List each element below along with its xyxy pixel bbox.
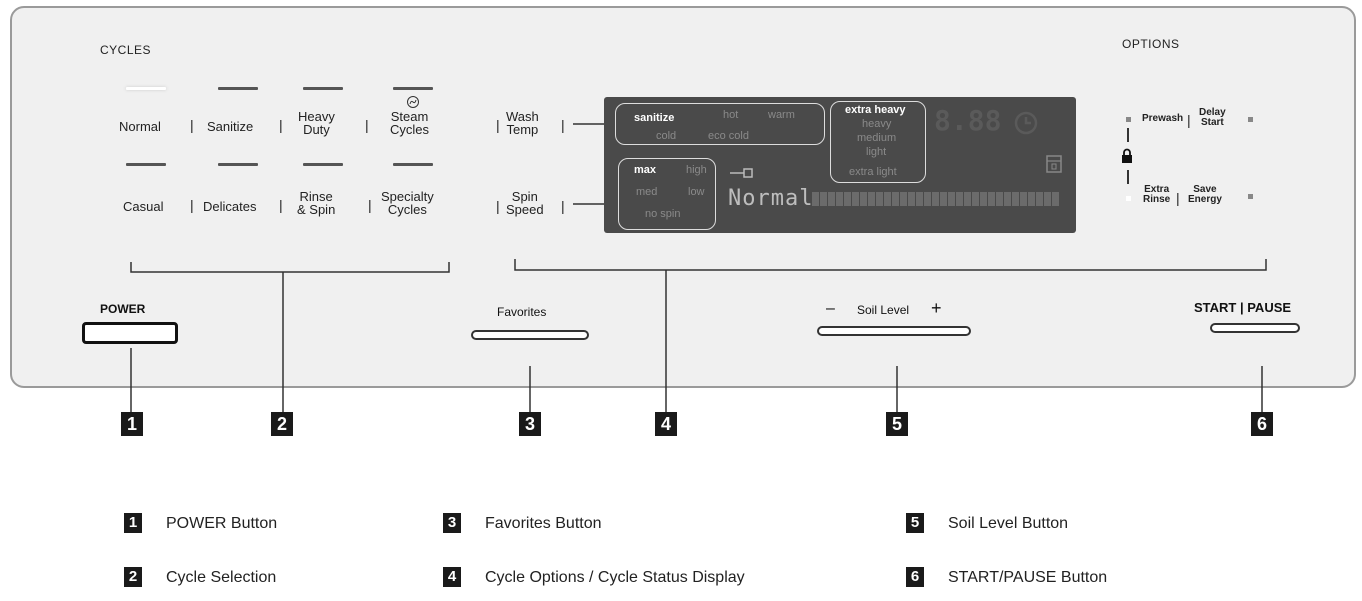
callout-1: 1 [121,412,143,436]
legend-cycle-options: Cycle Options / Cycle Status Display [485,569,745,586]
soil-level-button[interactable] [817,326,971,336]
cycle-steam-cycles[interactable]: Steam Cycles [390,109,430,137]
callout-3: 3 [519,412,541,436]
spin-speed-button[interactable]: Spin Speed [506,189,544,217]
steam-icon [407,96,419,108]
separator: | [1187,112,1191,128]
favorites-label: Favorites [497,305,547,319]
extra-rinse-led [1126,196,1131,201]
wash-temp-box [615,103,825,145]
callout-5: 5 [886,412,908,436]
cycle-sanitize[interactable]: Sanitize [207,119,254,134]
legend-num-5: 5 [906,513,924,533]
cycle-specialty-cycles[interactable]: Specialty Cycles [381,189,434,217]
spin-box [618,158,716,230]
power-label: POWER [100,302,146,316]
legend-num-1: 1 [124,513,142,533]
separator: | [190,197,194,213]
save-energy-button[interactable]: Save Energy [1188,184,1222,205]
prewash-button[interactable]: Prewash [1142,113,1184,124]
start-pause-button[interactable] [1210,323,1300,333]
separator: | [279,197,283,213]
soil-heavy: heavy [862,118,892,130]
led-sanitize [218,87,258,90]
callout-4: 4 [655,412,677,436]
separator: | [496,198,500,214]
legend-soil-level: Soil Level Button [948,515,1069,532]
cycle-normal[interactable]: Normal [119,119,161,134]
cycle-text-display: Normal [728,186,814,211]
legend-power: POWER Button [166,515,278,532]
separator: | [279,117,283,133]
lock-icon [1122,148,1132,163]
spin-med: med [636,186,658,198]
led-casual [126,163,166,166]
temp-warm: warm [768,109,795,121]
led-steam-cycles [393,87,433,90]
legend-num-3: 3 [443,513,461,533]
soil-extra-light: extra light [849,166,897,178]
callout-6: 6 [1251,412,1273,436]
lock-line [1127,128,1129,142]
led-normal [126,87,166,90]
temp-sanitize: sanitize [634,112,675,124]
soil-box [830,101,926,183]
start-pause-label: START | PAUSE [1194,300,1292,315]
separator: | [190,117,194,133]
callout-2: 2 [271,412,293,436]
soil-plus[interactable]: + [931,298,942,318]
led-heavy-duty [303,87,343,90]
cycle-rinse-spin[interactable]: Rinse & Spin [297,189,336,217]
prewash-led [1126,117,1131,122]
soil-level-label: Soil Level [857,303,910,317]
temp-hot: hot [723,109,739,121]
cycle-heavy-duty[interactable]: Heavy Duty [298,109,335,137]
legend-num-2: 2 [124,567,142,587]
legend-num-4: 4 [443,567,461,587]
key-icon [730,168,753,178]
soil-medium: medium [857,132,897,144]
cycle-casual[interactable]: Casual [123,199,164,214]
extra-rinse-button[interactable]: Extra Rinse [1143,184,1171,205]
clock-icon [1014,111,1038,135]
separator: | [496,117,500,133]
delay-start-button[interactable]: Delay Start [1199,107,1226,128]
soil-minus[interactable]: – [826,300,835,317]
led-rinse-spin [303,163,343,166]
cycle-delicates[interactable]: Delicates [203,199,257,214]
power-button[interactable] [82,322,178,344]
separator: | [561,117,565,133]
temp-cold: cold [656,130,677,142]
time-digits: 8.88 [934,104,1002,137]
led-delicates [218,163,258,166]
spin-low: low [688,186,705,198]
cycles-label: CYCLES [100,43,152,57]
separator: | [365,117,369,133]
separator: | [368,197,372,213]
legend-cycle-selection: Cycle Selection [166,569,277,586]
separator: | [561,198,565,214]
spin-max: max [634,164,657,176]
temp-eco-cold: eco cold [708,130,749,142]
soil-light: light [866,146,887,158]
door-icon [1046,155,1062,173]
spin-no-spin: no spin [645,208,681,220]
separator: | [1176,190,1180,206]
legend-num-6: 6 [906,567,924,587]
delay-start-led [1248,117,1253,122]
cycle-status-display [604,97,1076,233]
spin-high: high [686,164,707,176]
wash-temp-button[interactable]: Wash Temp [506,109,539,137]
lock-line [1127,170,1129,184]
favorites-button[interactable] [471,330,589,340]
options-label: OPTIONS [1122,37,1180,51]
dot-matrix-cells [812,192,1062,208]
save-energy-led [1248,194,1253,199]
legend-start-pause: START/PAUSE Button [948,569,1108,586]
soil-extra-heavy: extra heavy [845,104,906,116]
led-specialty-cycles [393,163,433,166]
legend-favorites: Favorites Button [485,515,602,532]
